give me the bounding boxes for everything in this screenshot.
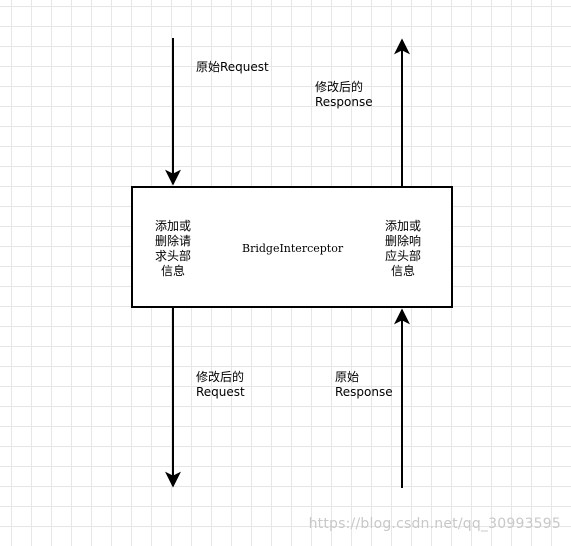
watermark: https://blog.csdn.net/qq_30993595 (308, 516, 561, 532)
label-modified-request: 修改后的 Request (196, 370, 245, 399)
label-response-header-edit: 添加或 删除响 应头部 信息 (384, 219, 421, 278)
label-original-response: 原始 Response (335, 370, 393, 399)
interceptor-name: BridgeInterceptor (242, 242, 344, 255)
interceptor-box (131, 186, 453, 308)
label-modified-response: 修改后的 Response (315, 80, 373, 109)
label-original-request: 原始Request (196, 60, 269, 74)
label-request-header-edit: 添加或 删除请 求头部 信息 (154, 219, 191, 278)
